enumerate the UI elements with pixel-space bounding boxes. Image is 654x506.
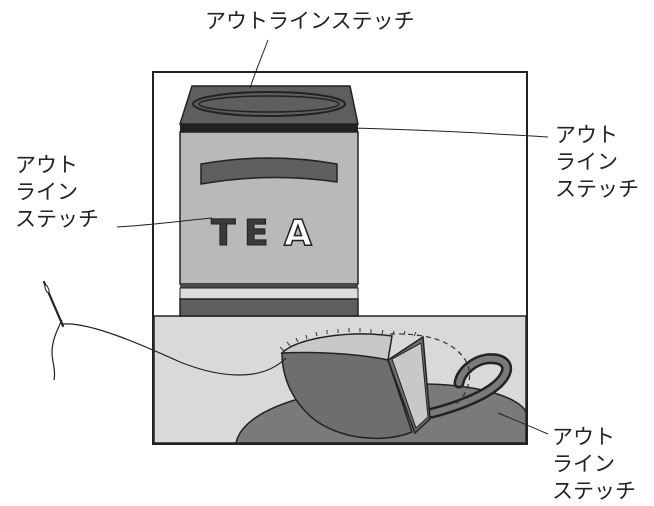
label-right-upper-line-1: アウト [555, 123, 618, 147]
cup-body [281, 351, 413, 440]
tin-rim [180, 124, 358, 132]
label-right-upper-line-2: ライン [555, 150, 618, 174]
tin-letter-t: T [211, 213, 236, 254]
rim-satin-stitches [279, 328, 417, 352]
tin-bottom-band-dark [180, 284, 358, 288]
leader-left [116, 217, 213, 228]
label-left-outline-stitch: アウト ライン ステッチ [15, 152, 99, 233]
tin-base [179, 298, 359, 317]
tin-label-band [200, 157, 338, 185]
leader-top [249, 39, 269, 89]
tin-letter-a: A [284, 213, 312, 254]
tin-letter-e: E [244, 213, 269, 254]
label-right-lower-line-2: ライン [552, 452, 615, 476]
tin-body [179, 131, 359, 285]
label-left-line-1: アウト [15, 153, 78, 177]
label-right-lower-outline-stitch: アウト ライン ステッチ [552, 424, 636, 505]
thread-tail [51, 319, 63, 381]
label-right-lower-line-1: アウト [552, 425, 615, 449]
leader-right-upper [349, 127, 549, 138]
label-top-outline-stitch: アウトラインステッチ [205, 9, 415, 33]
leader-right-lower [497, 412, 549, 435]
label-right-upper-line-3: ステッチ [555, 177, 639, 201]
thread [62, 323, 287, 376]
dashed-stitch-line [389, 333, 471, 405]
label-left-line-3: ステッチ [15, 207, 99, 231]
tin-bottom-band-light [179, 287, 359, 300]
label-left-line-2: ライン [15, 180, 78, 204]
label-right-lower-line-3: ステッチ [552, 479, 636, 503]
label-right-upper-outline-stitch: アウト ライン ステッチ [555, 122, 639, 203]
